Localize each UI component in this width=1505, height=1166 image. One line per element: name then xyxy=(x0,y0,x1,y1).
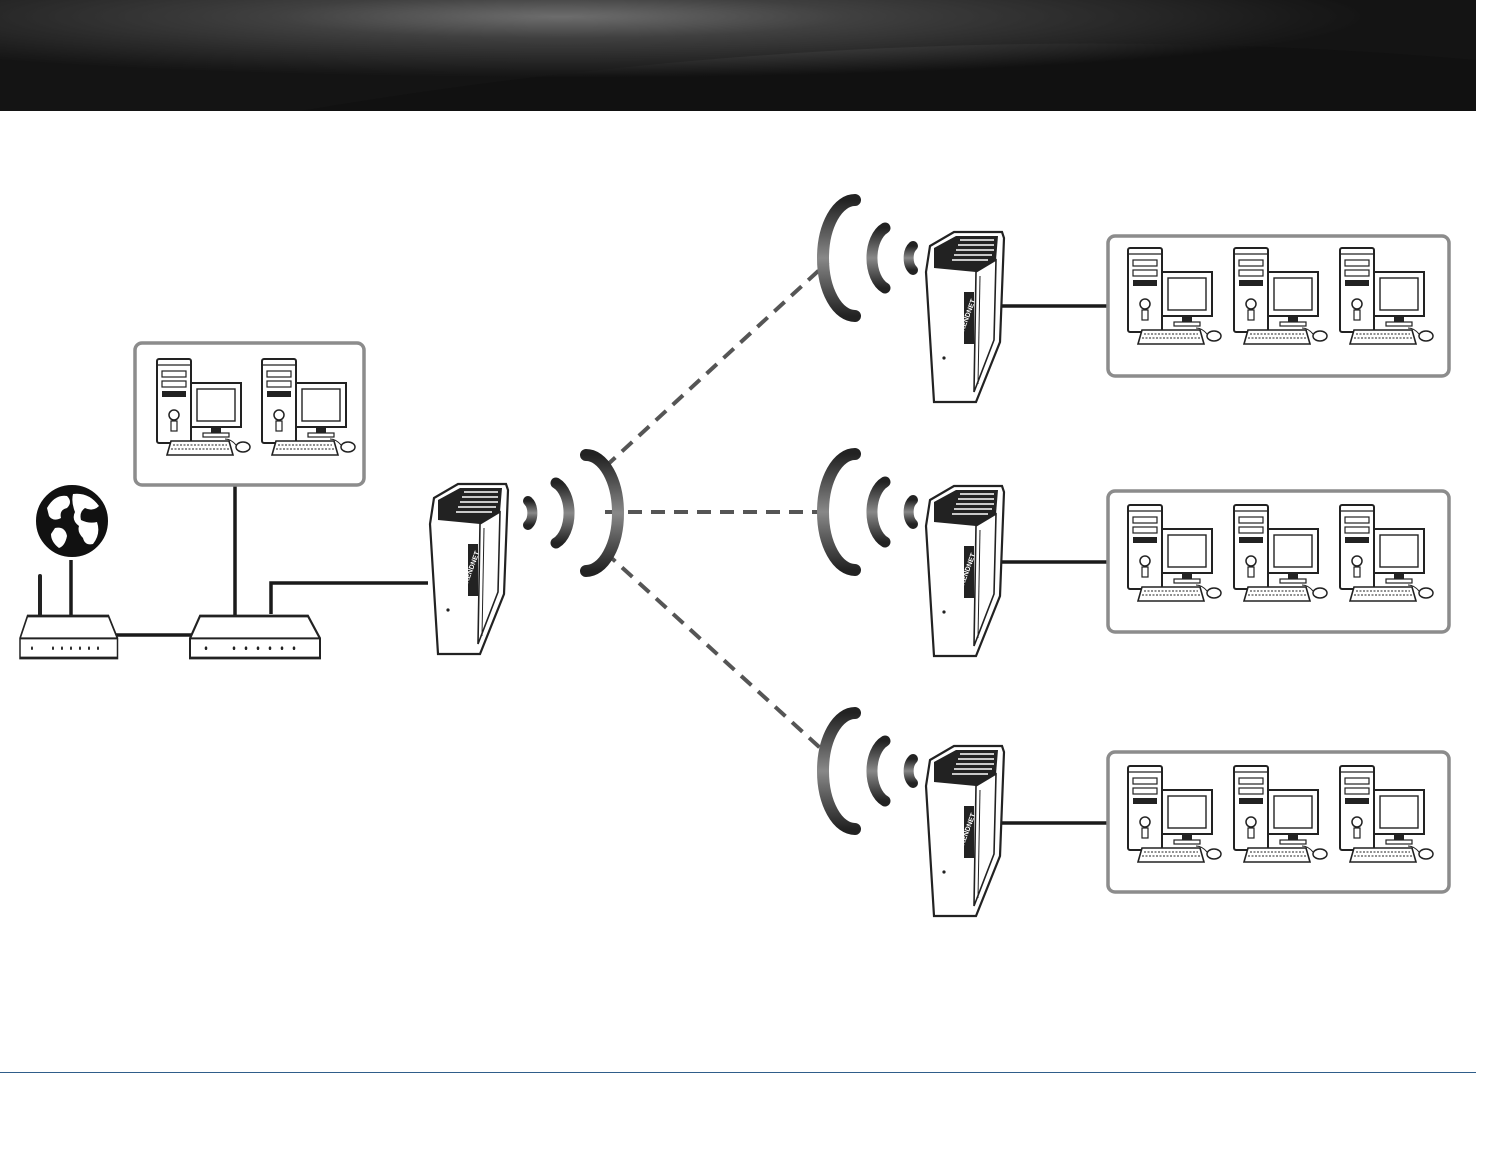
client-bridge-1 xyxy=(926,232,1004,402)
wifi-signal-icon xyxy=(823,200,913,316)
wifi-signal-icon xyxy=(823,454,913,570)
globe-icon xyxy=(37,486,107,556)
remote-computer-group-1 xyxy=(1108,236,1449,376)
footer-rule xyxy=(0,1072,1476,1073)
access-point-icon xyxy=(430,484,508,654)
lan-computer-group xyxy=(135,343,364,485)
wifi-signal-icon xyxy=(823,713,913,829)
wifi-signal-icon xyxy=(528,455,618,571)
remote-computer-group-3 xyxy=(1108,752,1449,892)
link-router-ap xyxy=(271,583,428,614)
client-bridge-3 xyxy=(926,746,1004,916)
wireless-link-3 xyxy=(605,552,828,755)
modem-icon xyxy=(20,576,118,658)
client-bridge-2 xyxy=(926,486,1004,656)
wireless-links xyxy=(605,262,828,755)
wireless-link-1 xyxy=(605,262,828,467)
remote-computer-group-2 xyxy=(1108,491,1449,632)
router-icon xyxy=(190,616,320,658)
